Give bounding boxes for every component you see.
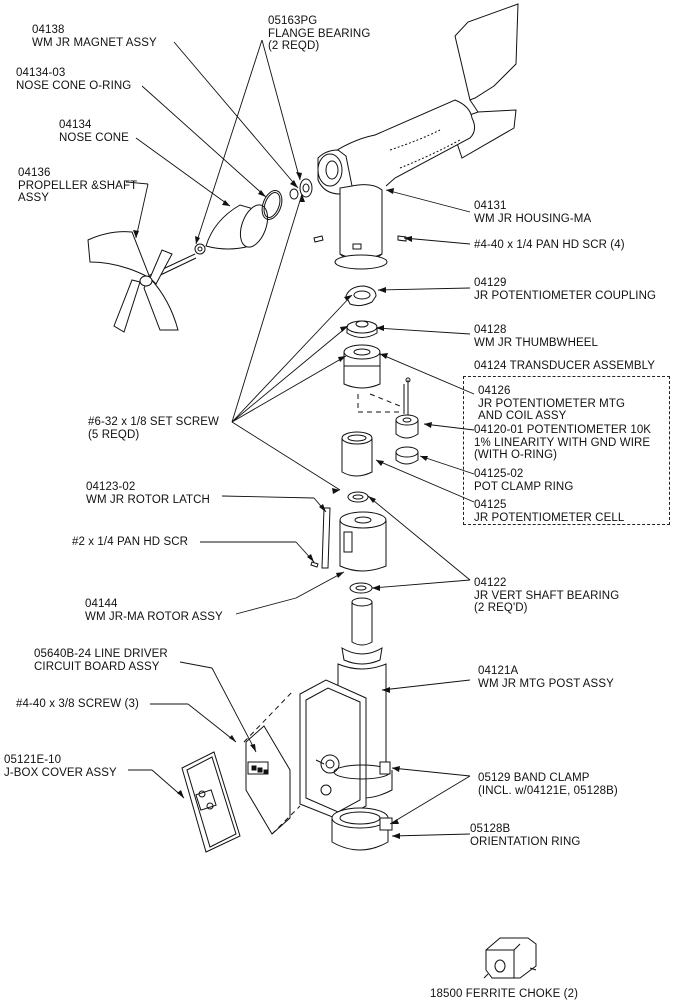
rotor-latch-drawing — [321, 507, 331, 569]
callout-pan-hd-screw: #2 x 1/4 PAN HD SCR — [72, 536, 189, 548]
board-dash-line — [243, 689, 295, 743]
transducer-assembly-box — [463, 376, 670, 525]
leader-lines — [125, 39, 475, 837]
pan-hd-screw-drawing — [310, 561, 319, 568]
nose-cone-drawing — [194, 204, 269, 255]
transducer-dash-line-2 — [369, 393, 401, 407]
callout-band-clamp: 05129 BAND CLAMP(INCL. w/04121E, 05128B) — [478, 772, 618, 797]
thumbwheel-drawing — [346, 320, 378, 338]
j-box-cover-drawing — [181, 751, 241, 853]
junction-box-drawing — [299, 679, 367, 821]
ferrite-choke-drawing — [483, 937, 537, 979]
housing-drawing — [317, 99, 476, 270]
callout-housing-screw: #4-40 x 1/4 PAN HD SCR (4) — [474, 239, 625, 251]
board-dash-line-2 — [271, 805, 301, 835]
callout-screw-3: #4-40 x 3/8 SCREW (3) — [16, 698, 139, 710]
band-clamp-drawing — [333, 761, 391, 780]
circuit-board-drawing — [245, 725, 291, 835]
housing-screws-drawing — [313, 235, 407, 243]
vert-bearing-bottom-drawing — [349, 582, 373, 594]
orientation-ring-drawing — [331, 807, 393, 851]
rotor-assy-drawing — [339, 511, 387, 572]
pot-cell-drawing — [341, 431, 373, 477]
callout-transducer-assembly: 04124 TRANSDUCER ASSEMBLY — [474, 360, 656, 372]
coupling-drawing — [345, 285, 377, 307]
pot-mtg-drawing — [343, 344, 381, 389]
callout-set-screw: #6-32 x 1/8 SET SCREW(5 REQD) — [88, 416, 219, 441]
leader-arrowheads — [133, 172, 432, 839]
transducer-dash-line — [357, 394, 400, 413]
magnet-bearing-drawing — [289, 178, 313, 200]
callout-ferrite-choke: 18500 FERRITE CHOKE (2) — [430, 988, 579, 1000]
potentiometer-drawing — [395, 377, 419, 465]
propeller-drawing — [87, 231, 197, 333]
vert-bearing-top-drawing — [347, 491, 369, 503]
o-ring-drawing — [261, 190, 283, 220]
